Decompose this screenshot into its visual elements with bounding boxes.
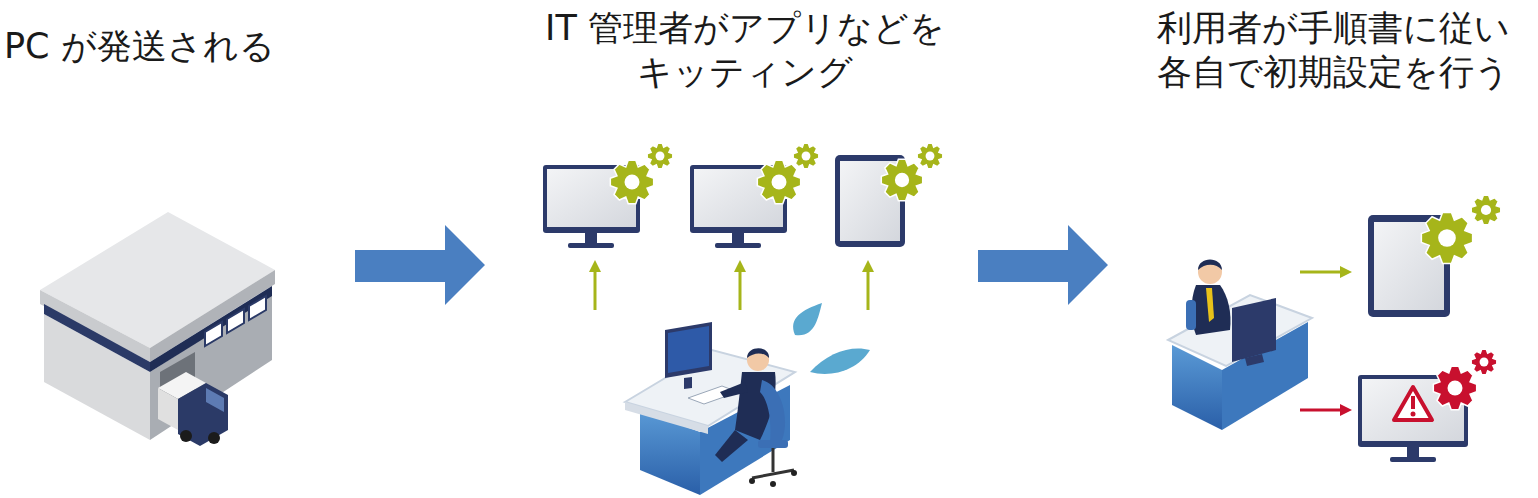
heading-slot: 利用者が手順書に従い 各自で初期設定を行う	[1132, 6, 1534, 94]
gear-icon	[917, 143, 943, 169]
gear-icon	[881, 159, 922, 200]
gear-icon	[793, 143, 819, 169]
gear-icon	[1471, 195, 1501, 225]
stage-heading: IT 管理者がアプリなどを キッティング	[500, 6, 990, 94]
gear-icons	[610, 143, 1500, 409]
gear-icon	[757, 160, 800, 203]
gear-icon	[1421, 212, 1472, 263]
stage-heading: PC が発送される	[4, 24, 324, 68]
devices	[543, 155, 905, 310]
it-admin	[625, 303, 870, 495]
stage-heading: 利用者が手順書に従い 各自で初期設定を行う	[1132, 6, 1534, 94]
heading-slot: IT 管理者がアプリなどを キッティング	[500, 6, 990, 94]
user	[1168, 215, 1468, 462]
gear-icon	[1471, 349, 1497, 375]
flow-arrow	[355, 225, 485, 305]
gear-icon	[610, 160, 653, 203]
flow-arrow	[978, 225, 1108, 305]
gear-icon	[647, 143, 673, 169]
warehouse	[40, 212, 275, 446]
gear-icon	[1433, 366, 1476, 409]
heading-slot: PC が発送される	[4, 24, 324, 68]
